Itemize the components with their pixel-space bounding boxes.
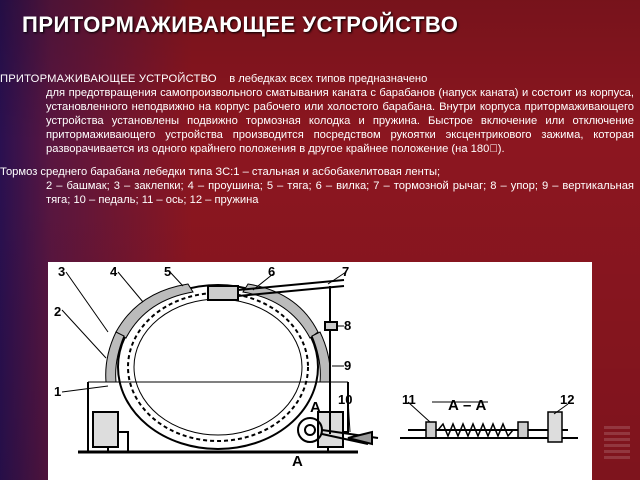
legend-first-line: Тормоз среднего барабана лебедки типа ЗС… [0,166,441,178]
label-4: 4 [110,264,118,279]
label-2: 2 [54,304,61,319]
label-1: 1 [54,384,61,399]
paragraph-description: ПРИТОРМАЖИВАЮЩЕЕ УСТРОЙСТВО в лебедках в… [0,72,640,156]
cut-marker-top: А [310,399,321,416]
legend-rest: 2 – башмак; 3 – заклепки; 4 – проушина; … [46,180,634,206]
decorative-stripes [604,426,630,462]
paragraph-line-2: для предотвращения самопроизвольного сма… [46,87,634,155]
pedal-drawing [297,417,379,446]
leader-lines [61,271,569,433]
label-5: 5 [164,264,171,279]
slide-title: ПРИТОРМАЖИВАЮЩЕЕ УСТРОЙСТВО [22,12,459,37]
paragraph-legend: Тормоз среднего барабана лебедки типа ЗС… [0,165,640,207]
section-label: А – А [448,397,487,414]
section-aa-drawing [400,401,578,443]
label-7: 7 [342,264,349,279]
label-12: 12 [560,392,574,407]
label-9: 9 [344,358,351,373]
brake-band-drawing [105,283,331,383]
housing-drawing [78,381,358,454]
label-3: 3 [58,264,65,279]
slide-text: ПРИТОРМАЖИВАЮЩЕЕ УСТРОЙСТВО в лебедках в… [0,72,640,207]
label-8: 8 [344,318,351,333]
cut-marker-bottom: А [292,453,303,470]
brake-diagram: 3 4 5 6 7 2 8 9 1 10 11 12 А – А А А [48,262,592,480]
paragraph-line-1: в лебедках всех типов предназначено [229,73,428,85]
paragraph-lead: ПРИТОРМАЖИВАЮЩЕЕ УСТРОЙСТВО [0,73,217,85]
label-6: 6 [268,264,275,279]
label-11: 11 [402,392,416,407]
label-10: 10 [338,392,352,407]
